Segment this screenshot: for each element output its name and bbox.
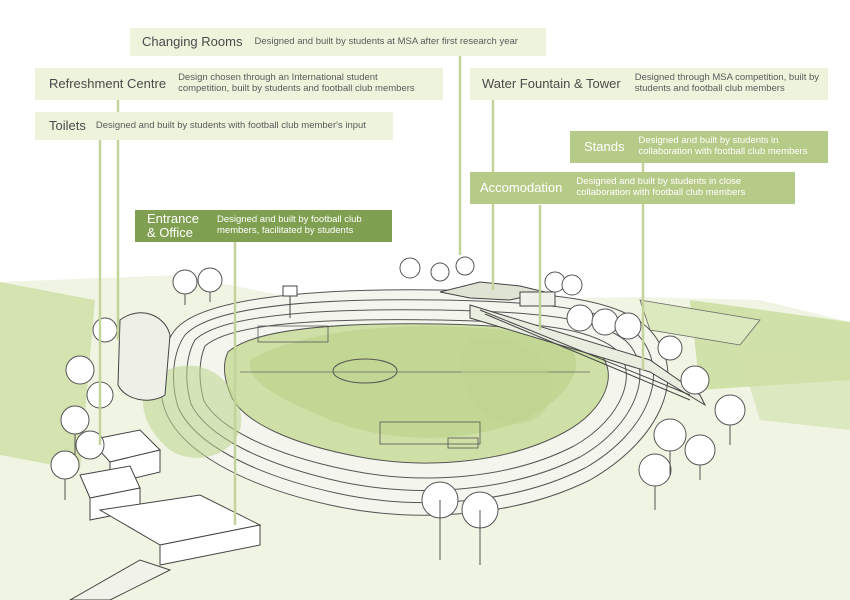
water-tower bbox=[282, 285, 298, 318]
tree-trunks bbox=[64, 292, 731, 565]
accomodation-desc: Designed and built by students in close … bbox=[576, 176, 746, 198]
entrance-office-desc: Designed and built by football club memb… bbox=[217, 214, 362, 236]
refreshment-centre-title: Refreshment Centre bbox=[49, 76, 167, 92]
label-accomodation: Accomodation Designed and built by stude… bbox=[470, 172, 795, 204]
stands-title: Stands bbox=[584, 139, 625, 155]
changing-rooms-building bbox=[439, 281, 556, 307]
accomodation-title: Accomodation bbox=[480, 180, 563, 196]
stands-desc: Designed and built by students in collab… bbox=[638, 135, 808, 157]
left-stand bbox=[117, 312, 171, 401]
label-water-fountain-tower: Water Fountain & Tower Designed through … bbox=[470, 68, 828, 100]
stands-structure bbox=[469, 304, 707, 407]
toilets-title: Toilets bbox=[49, 118, 86, 134]
water-fountain-title: Water Fountain & Tower bbox=[482, 76, 621, 92]
label-toilets: Toilets Designed and built by students w… bbox=[35, 112, 393, 140]
toilets-desc: Designed and built by students with foot… bbox=[95, 119, 366, 131]
refreshment-centre-desc: Design chosen through an International s… bbox=[178, 72, 415, 94]
highlight-blobs bbox=[142, 338, 552, 458]
training-field bbox=[639, 299, 761, 346]
label-refreshment-centre: Refreshment Centre Design chosen through… bbox=[35, 68, 443, 100]
entrance-block bbox=[68, 429, 262, 600]
changing-rooms-title: Changing Rooms bbox=[142, 34, 243, 50]
changing-rooms-desc: Designed and built by students at MSA af… bbox=[254, 35, 518, 47]
label-changing-rooms: Changing Rooms Designed and built by stu… bbox=[130, 28, 546, 56]
label-stands: Stands Designed and built by students in… bbox=[570, 131, 828, 163]
entrance-office-title: Entrance & Office bbox=[147, 211, 200, 240]
label-entrance-office: Entrance & Office Designed and built by … bbox=[135, 210, 392, 242]
water-fountain-desc: Designed through MSA competition, built … bbox=[634, 72, 820, 94]
